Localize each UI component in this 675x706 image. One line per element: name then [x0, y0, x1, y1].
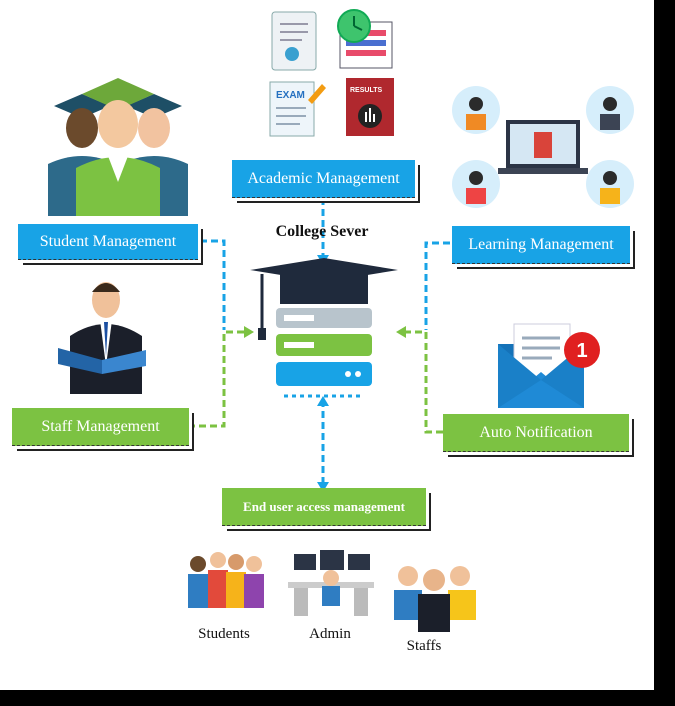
staffs-illustration: [392, 558, 478, 632]
staffs-label: Staffs: [384, 638, 464, 655]
staff-illustration: [56, 276, 152, 394]
diagram-canvas: EXAM RESULTS: [0, 0, 654, 690]
admin-label: Admin: [290, 626, 370, 643]
graduates-illustration: [48, 72, 188, 216]
server-title: College Sever: [262, 223, 382, 241]
connector-student: [200, 241, 224, 330]
connector-notification: [402, 332, 443, 432]
connector-staff: [188, 332, 248, 426]
notification-illustration: 1: [494, 316, 604, 412]
svg-text:1: 1: [576, 340, 587, 362]
svg-text:EXAM: EXAM: [276, 90, 305, 101]
svg-text:RESULTS: RESULTS: [350, 87, 382, 94]
staff-management-box: Staff Management: [12, 408, 189, 446]
online-learning-illustration: [448, 84, 638, 214]
end-user-access-box: End user access management: [222, 488, 426, 526]
admin-illustration: [288, 548, 374, 620]
students-illustration: [184, 550, 266, 618]
connector-learning: [426, 243, 450, 330]
academic-management-box: Academic Management: [232, 160, 415, 198]
learning-management-box: Learning Management: [452, 226, 630, 264]
auto-notification-box: Auto Notification: [443, 414, 629, 452]
college-server-icon: [244, 258, 404, 408]
student-management-box: Student Management: [18, 224, 198, 260]
students-label: Students: [184, 626, 264, 643]
academic-documents-illustration: EXAM RESULTS: [262, 8, 402, 138]
